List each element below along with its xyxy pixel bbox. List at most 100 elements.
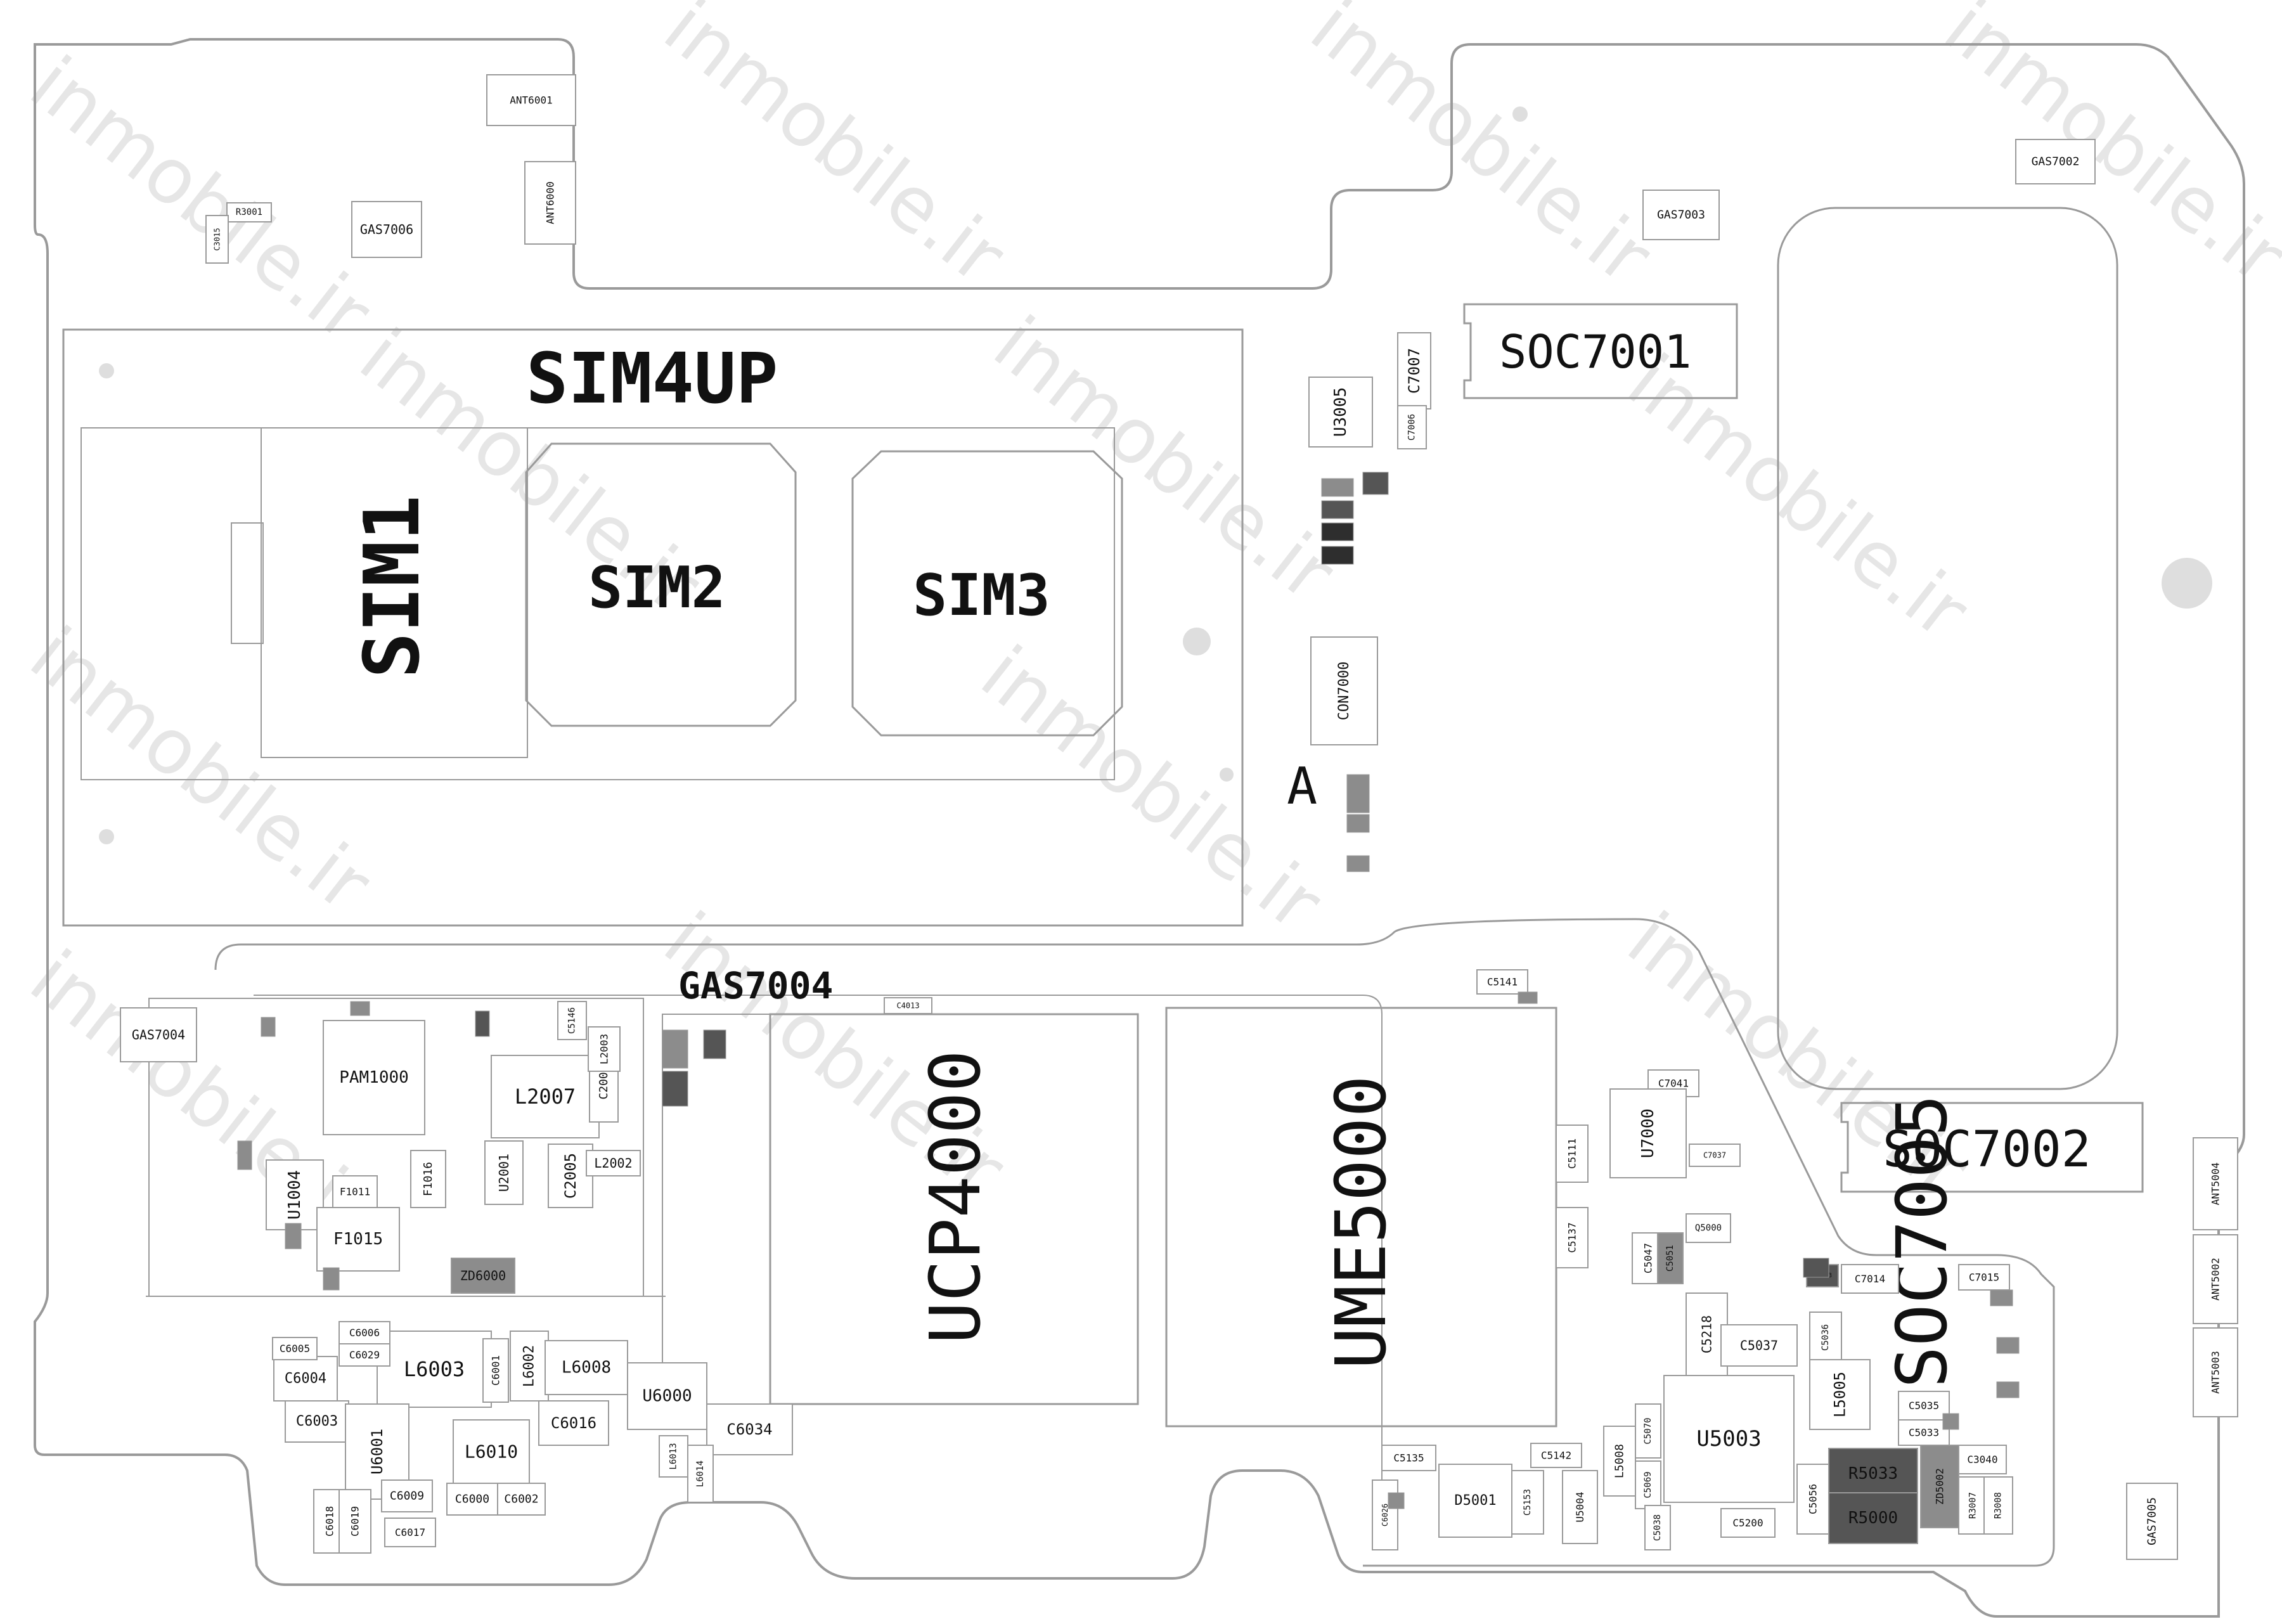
component-l6002: L6002 [510,1331,549,1402]
component-outline [486,74,576,126]
component-c6002: C6002 [497,1483,546,1516]
component-label: C5141 [1487,976,1518,988]
mount-hole [1512,106,1528,122]
component-c5035: C5035 [1898,1391,1950,1421]
component-outline [1603,1426,1636,1497]
component-outline [120,1007,197,1062]
component-u1004: U1004 [266,1159,324,1230]
component-label: C6004 [285,1371,326,1387]
component-pad [475,1010,490,1037]
component-pad [662,1029,688,1069]
ume5000-label: UME5000 [1320,1075,1402,1369]
component-outline [484,1140,524,1205]
component-label: Q5000 [1695,1223,1722,1234]
component-pad [1321,500,1354,519]
component-outline [351,201,422,258]
component-outline [1397,405,1427,449]
component-outline [1898,1419,1950,1446]
component-label: L6013 [669,1443,679,1469]
component-label: L5005 [1831,1372,1849,1417]
component-label: F1015 [333,1230,383,1249]
soc7001-outline [1463,303,1738,399]
component-label: R5000 [1848,1509,1898,1528]
mount-hole [1183,628,1211,655]
component-l2003: L2003 [588,1026,621,1072]
component-pad [1321,546,1354,565]
sim1-label: SIM1 [349,495,437,678]
component-l6013: L6013 [659,1435,688,1478]
component-outline [1657,1232,1684,1284]
sim1-tab [231,522,264,644]
component-outline [1841,1264,1899,1294]
component-c5218: C5218 [1686,1292,1728,1376]
component-outline [410,1150,446,1208]
component-outline [1686,1213,1731,1243]
component-outline [497,1483,546,1516]
component-outline [659,1435,688,1478]
component-label: R3007 [1968,1492,1978,1519]
component-gas7006: GAS7006 [351,201,422,258]
component-label: C5051 [1665,1245,1675,1272]
mount-hole [99,363,114,378]
component-label: D5001 [1454,1493,1496,1509]
component-label: ANT6001 [510,94,552,106]
main-ic-region: UCP4000 UME5000 GAS7004 [146,964,1557,1427]
component-outline [453,1419,530,1484]
component-outline [1663,1375,1795,1503]
component-c6017: C6017 [384,1518,436,1547]
component-c5135: C5135 [1381,1445,1436,1471]
component-pad [703,1029,726,1059]
component-zd5002: ZD5002 [1920,1445,1959,1528]
component-l6010: L6010 [453,1419,530,1484]
component-outline [1438,1464,1512,1538]
component-outline [381,1479,433,1512]
component-outline [538,1400,609,1446]
component-gas7005: GAS7005 [2126,1483,2178,1560]
component-label: R3008 [1994,1492,2004,1519]
component-pad [662,1071,688,1107]
component-label: L5008 [1613,1444,1627,1478]
component-label: C6019 [349,1506,361,1537]
component-pad [1346,774,1370,813]
component-label: L2007 [515,1085,576,1109]
component-outline [1372,1479,1398,1550]
component-outline [1983,1476,2013,1535]
sim4up-outline [62,328,1244,927]
component-outline [451,1258,515,1294]
component-c5069: C5069 [1635,1460,1661,1509]
component-label: L6002 [522,1345,538,1387]
component-c7014: C7014 [1841,1264,1899,1294]
component-label: GAS7005 [2146,1497,2159,1545]
component-outline [2015,139,2096,184]
component-outline [1381,1445,1436,1471]
component-outline [338,1489,371,1554]
component-label: C5153 [1523,1489,1533,1516]
component-outline [557,1001,587,1040]
component-u5003: U5003 [1663,1375,1795,1503]
component-q5000: Q5000 [1686,1213,1731,1243]
component-gas7003: GAS7003 [1642,190,1720,240]
component-outline [545,1340,628,1395]
rf-section [148,998,644,1297]
component-label: U5004 [1574,1492,1586,1522]
component-c5033: C5033 [1898,1419,1950,1446]
soc7002-outline [1840,1102,2144,1193]
component-label: GAS7004 [132,1028,185,1043]
mount-hole [99,829,114,844]
component-outline [377,1331,492,1408]
component-label: C6003 [296,1414,338,1429]
component-c5146: C5146 [557,1001,587,1040]
component-c7007: C7007 [1397,332,1431,409]
component-c6026: C6026 [1372,1479,1398,1550]
component-c5141: C5141 [1476,969,1528,995]
component-label: C5036 [1821,1324,1831,1351]
soc7001-label: SOC7001 [1499,325,1691,378]
component-label: C5137 [1566,1222,1578,1253]
component-c6009: C6009 [381,1479,433,1512]
component-zd6000: ZD6000 [451,1258,515,1294]
component-outline [1642,190,1720,240]
component-pad [350,1001,370,1016]
component-u7000: U7000 [1609,1088,1687,1178]
soc7002-label: SOC7002 [1883,1121,2091,1178]
component-con7000: CON7000 [1310,636,1378,745]
